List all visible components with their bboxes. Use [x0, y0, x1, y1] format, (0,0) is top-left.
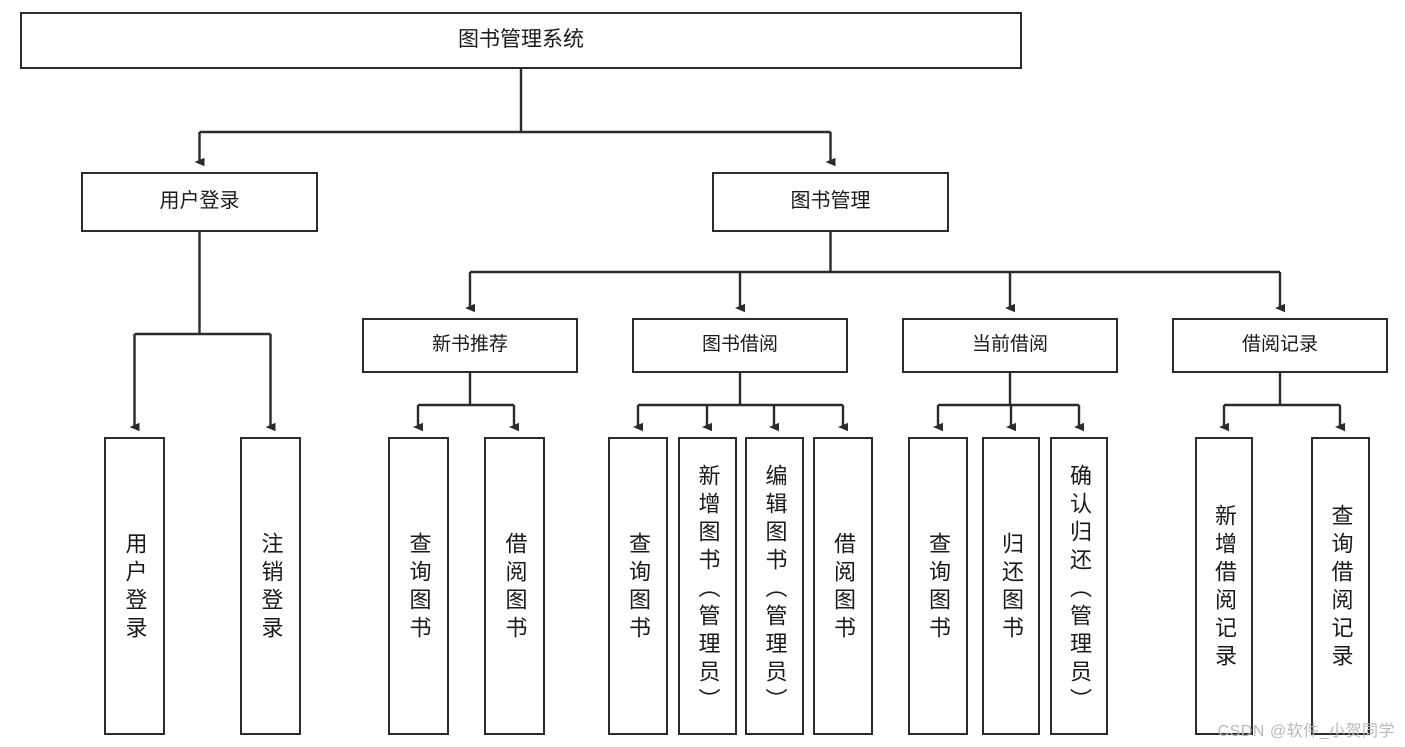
node-new-book-recommend-label: 新书推荐	[431, 334, 508, 356]
node-user-login[interactable]: 用户登录	[81, 172, 318, 232]
leaf-add-book-admin[interactable]: 新增图书（管理员）	[678, 437, 737, 735]
leaf-borrow-book-newrec[interactable]: 借阅图书	[484, 437, 545, 735]
node-book-borrow-label: 图书借阅	[701, 334, 778, 356]
leaf-label: 查询图书	[926, 532, 951, 644]
leaf-label: 新增图书（管理员）	[695, 464, 721, 716]
leaf-query-book-borrow[interactable]: 查询图书	[608, 437, 668, 735]
leaf-label: 借阅图书	[502, 532, 528, 644]
leaf-return-book[interactable]: 归还图书	[982, 437, 1040, 735]
node-root-label: 图书管理系统	[458, 28, 584, 52]
leaf-label: 借阅图书	[831, 532, 856, 644]
leaf-label: 编辑图书（管理员）	[762, 464, 788, 716]
leaf-label: 查询图书	[626, 532, 651, 644]
node-user-login-label: 用户登录	[159, 190, 240, 213]
leaf-label: 查询图书	[406, 532, 432, 644]
leaf-add-borrow-record[interactable]: 新增借阅记录	[1195, 437, 1253, 735]
node-book-borrow[interactable]: 图书借阅	[632, 318, 848, 373]
leaf-query-book-newrec[interactable]: 查询图书	[388, 437, 449, 735]
leaf-label: 归还图书	[999, 532, 1024, 644]
node-current-borrow-label: 当前借阅	[971, 334, 1048, 356]
csdn-watermark: CSDN @软件_小贺同学	[1217, 723, 1395, 740]
leaf-borrow-book[interactable]: 借阅图书	[813, 437, 873, 735]
node-current-borrow[interactable]: 当前借阅	[902, 318, 1118, 373]
node-book-manage[interactable]: 图书管理	[712, 172, 949, 232]
leaf-label: 注销登录	[258, 532, 284, 644]
leaf-confirm-return-admin[interactable]: 确认归还（管理员）	[1050, 437, 1108, 735]
node-book-manage-label: 图书管理	[790, 190, 871, 213]
leaf-label: 新增借阅记录	[1212, 504, 1237, 672]
leaf-label: 确认归还（管理员）	[1067, 464, 1092, 716]
leaf-user-login[interactable]: 用户登录	[104, 437, 165, 735]
node-borrow-record[interactable]: 借阅记录	[1172, 318, 1388, 373]
leaf-query-book-current[interactable]: 查询图书	[908, 437, 968, 735]
leaf-edit-book-admin[interactable]: 编辑图书（管理员）	[745, 437, 804, 735]
leaf-label: 查询借阅记录	[1328, 504, 1354, 672]
leaf-label: 用户登录	[122, 532, 148, 644]
node-new-book-recommend[interactable]: 新书推荐	[362, 318, 578, 373]
node-borrow-record-label: 借阅记录	[1241, 334, 1318, 356]
leaf-query-borrow-record[interactable]: 查询借阅记录	[1311, 437, 1370, 735]
leaf-logout[interactable]: 注销登录	[240, 437, 301, 735]
node-root[interactable]: 图书管理系统	[20, 12, 1022, 69]
